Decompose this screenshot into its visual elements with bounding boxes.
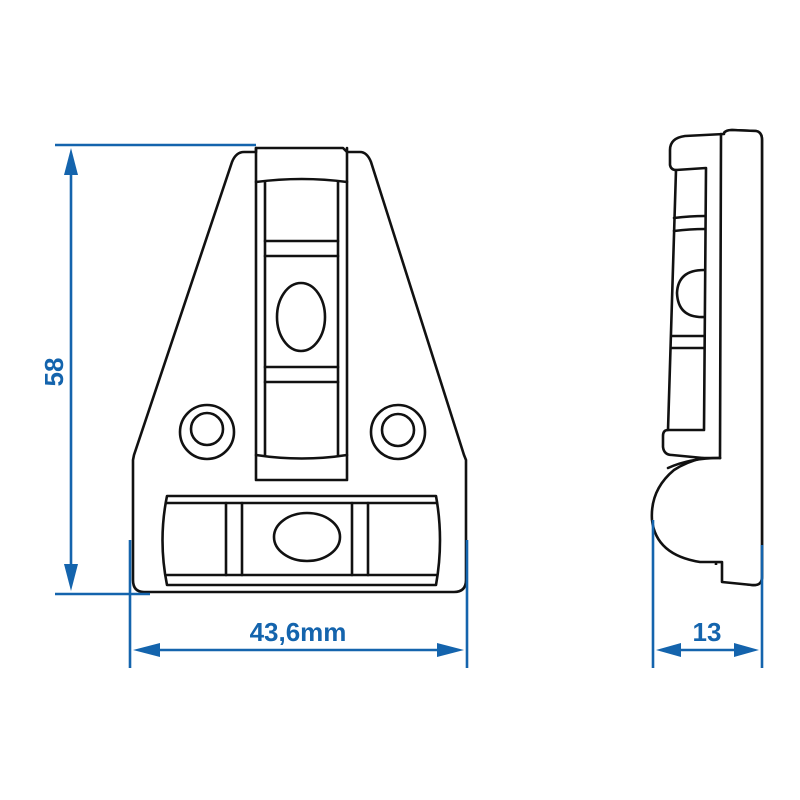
height-label: 58	[39, 358, 69, 387]
mounting-hole-left	[178, 403, 236, 461]
side-view	[650, 128, 764, 587]
arrow-right-icon	[734, 643, 759, 657]
front-body-outline	[131, 146, 468, 594]
arrow-right-icon	[437, 643, 464, 657]
side-profile-outline	[650, 128, 764, 587]
arrow-left-icon	[656, 643, 681, 657]
mounting-hole-right	[369, 403, 427, 461]
width-dimension: 43,6mm	[128, 540, 469, 668]
depth-dimension: 13	[651, 520, 764, 668]
front-view	[131, 146, 468, 594]
side-vial-bubble	[675, 268, 706, 319]
vertical-vial-housing	[254, 146, 349, 482]
side-plate-inner-edge	[718, 132, 723, 460]
side-vial-mark-1	[672, 214, 707, 220]
arrow-down-icon	[64, 564, 78, 591]
side-recess-outline	[666, 166, 708, 432]
arrow-left-icon	[133, 643, 160, 657]
vertical-vial-bubble	[275, 281, 327, 353]
side-lower-curve	[666, 456, 722, 470]
width-label: 43,6mm	[250, 617, 347, 647]
side-vial-mark-2	[672, 227, 707, 233]
horizontal-vial-bubble	[272, 511, 342, 563]
horizontal-vial-housing	[161, 494, 442, 587]
depth-label: 13	[693, 617, 722, 647]
height-dimension: 58	[39, 143, 256, 596]
arrow-up-icon	[64, 148, 78, 175]
